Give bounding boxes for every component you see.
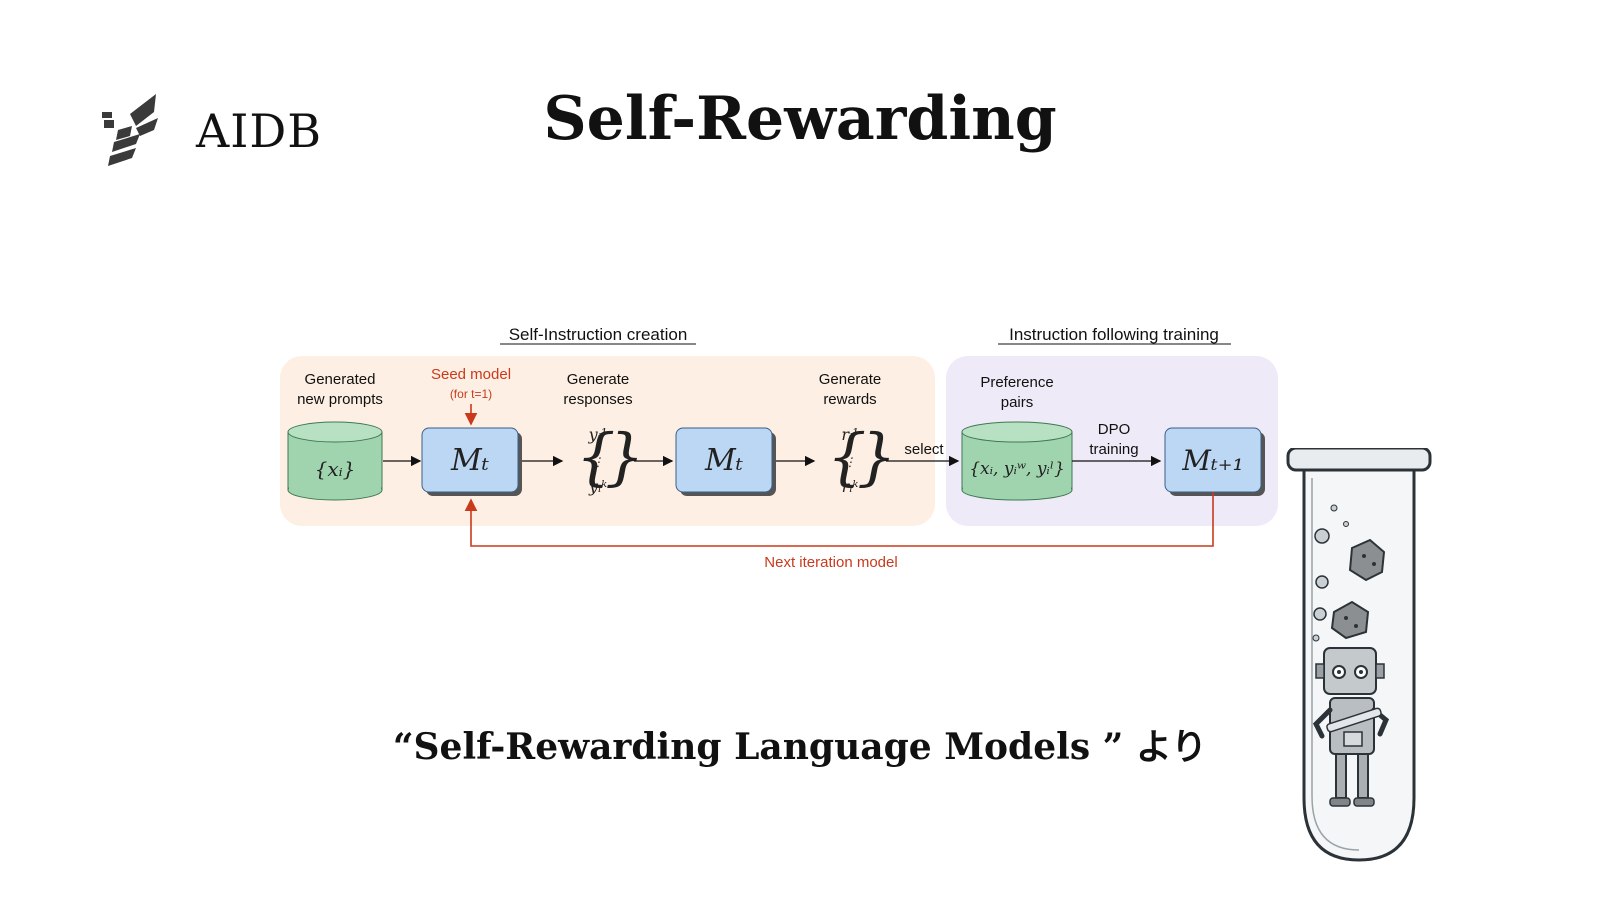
dpo-label-2: training — [1089, 441, 1138, 458]
generate-rewards-label-1: Generate — [819, 371, 882, 388]
generate-responses-label-2: responses — [563, 391, 632, 408]
responses-left-brace-icon: { — [576, 420, 615, 493]
section-left-heading: Self-Instruction creation — [509, 325, 688, 344]
logo-text: AIDB — [196, 104, 323, 158]
generated-prompts-label-1: Generated — [305, 371, 376, 388]
select-label: select — [904, 441, 944, 458]
generate-rewards-label-2: rewards — [823, 391, 876, 408]
rewards-top: rᵢ¹ — [841, 425, 858, 444]
prompts-database-icon — [287, 421, 383, 501]
next-iteration-label: Next iteration model — [764, 554, 897, 571]
rewards-bottom: rᵢᵏ — [842, 477, 859, 496]
model-mt-box-1 — [421, 427, 519, 493]
dpo-label-1: DPO — [1098, 421, 1131, 438]
model-next-label: Mₜ₊₁ — [1181, 444, 1244, 477]
robot-test-tube-illustration — [1286, 448, 1432, 862]
model-mt-box-2 — [675, 427, 773, 493]
aidb-logo-icon — [102, 94, 158, 166]
responses-right-brace-icon: } — [605, 420, 644, 493]
preference-pairs-database-label: {xᵢ, yᵢʷ, yᵢˡ} — [969, 459, 1065, 479]
source-caption: “Self-Rewarding Language Models ” より — [392, 726, 1208, 768]
responses-dots: ⋮ — [592, 455, 604, 469]
seed-model-label-2: (for t=1) — [450, 387, 492, 401]
preference-pairs-database-icon — [961, 421, 1073, 501]
model-mt-label-1: Mₜ — [450, 443, 490, 478]
preference-pairs-label-2: pairs — [1001, 394, 1034, 411]
rewards-left-brace-icon: { — [827, 420, 866, 493]
model-mt-label-2: Mₜ — [704, 443, 744, 478]
responses-top: yᵢ¹ — [588, 425, 608, 444]
preference-pairs-label-1: Preference — [980, 374, 1053, 391]
rewards-dots: ⋮ — [844, 455, 856, 469]
next-iteration-arrow — [464, 492, 1214, 547]
rewards-right-brace-icon: } — [857, 420, 896, 493]
generated-prompts-label-2: new prompts — [297, 391, 383, 408]
generate-responses-label-1: Generate — [567, 371, 630, 388]
page-title: Self-Rewarding — [543, 84, 1057, 154]
responses-bottom: yᵢᵏ — [588, 477, 607, 496]
seed-model-label-1: Seed model — [431, 366, 511, 383]
prompts-database-label: {xᵢ} — [315, 457, 356, 481]
section-right-heading: Instruction following training — [1009, 325, 1219, 344]
